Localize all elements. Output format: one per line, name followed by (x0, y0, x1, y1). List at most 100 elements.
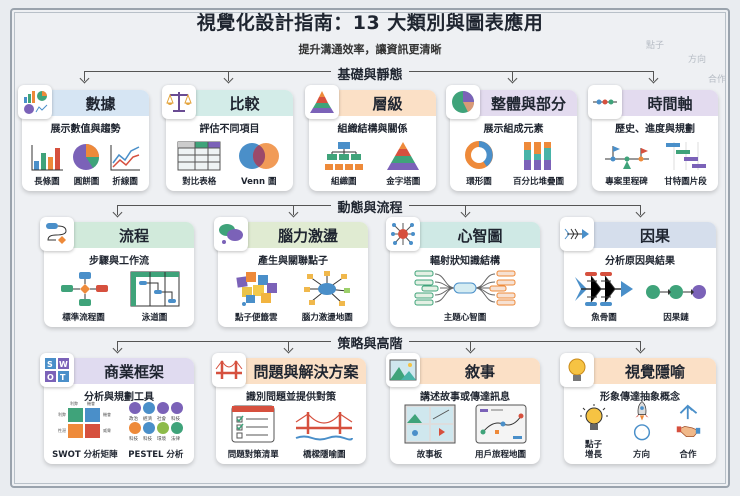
chart-example-label: 點子 增長 (584, 440, 602, 460)
milestone-icon (603, 143, 651, 175)
svg-text:性湛: 性湛 (58, 427, 66, 433)
svg-text:科技: 科技 (171, 415, 180, 422)
venn-icon (236, 141, 282, 175)
connector-line (117, 341, 640, 342)
card-title: 視覺隱喻 (624, 363, 685, 381)
pie-icon (446, 85, 480, 119)
page-subtitle: 提升溝通效率，讓資訊更清晰 (298, 43, 442, 56)
chart-example-label: PESTEL 分析 (128, 450, 184, 460)
scale-icon (162, 85, 196, 119)
inner-frame (14, 12, 726, 484)
svg-text:機會: 機會 (103, 411, 111, 417)
mindmap-icon (410, 269, 520, 311)
fishbone-icon (573, 271, 635, 311)
svg-text:科技: 科技 (143, 435, 152, 442)
chart-example: 點子 增長 (579, 402, 609, 460)
picture-icon (386, 353, 420, 387)
deco-label: 合作 (708, 75, 727, 85)
chart-example: 點子便籤雲 (233, 266, 279, 323)
svg-text:O: O (47, 373, 54, 382)
arrow-down-icon (640, 341, 641, 351)
category-card: 流程 步驟與工作流 標準流程圖泳道圖 (40, 217, 194, 327)
card-description: 講述故事或傳達訊息 (420, 392, 510, 403)
svg-text:環境: 環境 (157, 435, 166, 442)
category-card: 問題與解決方案 識別問題並提供對策 問題對策清單橋樑隱喻圖 (212, 353, 366, 464)
category-card: 視覺隱喻 形象傳達抽象概念 點子 增長方向合作 (560, 353, 716, 464)
pie-icon (71, 143, 101, 175)
chart-example: 用戶旅程地圖 (475, 402, 527, 460)
category-card: 整體與部分 展示組成元素 環形圖百分比堆疊圖 (446, 85, 577, 191)
chart-mix-icon (18, 85, 52, 119)
svg-text:利弊: 利弊 (58, 411, 66, 417)
chart-example: 合作 (675, 402, 702, 460)
chart-examples: 主題心智圖 (394, 266, 536, 323)
chart-example: 魚骨圖 (573, 266, 635, 323)
chart-example: 標準流程圖 (59, 266, 109, 323)
chart-example-label: 折線圖 (112, 177, 138, 187)
category-card: 時間軸 歷史、進度與規劃 專案里程碑甘特圖片段 (588, 85, 718, 191)
card-description: 形象傳達抽象概念 (600, 392, 680, 403)
chart-example: 問題對策清單 (228, 402, 279, 460)
swot-icon: 利弊機會利弊機會性湛威脅 (55, 400, 115, 448)
chart-examples: 點子便籤雲 腦力激盪地圖 (222, 266, 364, 323)
chart-example: 金字塔圖 (385, 134, 421, 187)
svg-text:威脅: 威脅 (103, 427, 111, 433)
card-title: 商業框架 (103, 363, 164, 381)
rocketcompass-icon (630, 400, 654, 448)
card-title: 比較 (229, 95, 260, 113)
card-description: 組織結構與關係 (337, 124, 408, 135)
connector-line (84, 71, 653, 72)
page-title: 視覺化設計指南：13 大類別與圖表應用 (196, 12, 544, 34)
category-card: 腦力激盪 產生與關聯點子 點子便籤雲腦力激盪地圖 (214, 217, 368, 327)
chart-examples: 魚骨圖 因果鏈 (568, 266, 712, 323)
card-title: 問題與解決方案 (253, 363, 359, 381)
chart-example-label: 因果鏈 (663, 313, 689, 323)
card-description: 分析與規劃工具 (84, 392, 154, 403)
chart-example-label: 圓餅圖 (73, 177, 100, 187)
chart-examples: 點子 增長方向合作 (568, 400, 712, 460)
chart-examples: 問題對策清單橋樑隱喻圖 (220, 402, 362, 460)
card-title: 腦力激盪 (277, 227, 338, 245)
arrow-down-icon (228, 71, 229, 81)
chart-example-label: 甘特圖片段 (664, 177, 707, 187)
arrow-down-icon (117, 205, 118, 215)
chart-example-label: 腦力激盪地圖 (301, 313, 353, 323)
category-card: 數據 展示數值與趨勢 長條圖圓餅圖折線圖 (18, 85, 149, 191)
arrow-down-icon (293, 205, 294, 215)
chart-example-label: 魚骨圖 (591, 313, 617, 323)
handshake-icon (675, 400, 702, 448)
chart-example: 折線圖 (109, 134, 141, 187)
pyramid-icon (385, 141, 421, 175)
chart-example-label: 對比表格 (182, 177, 217, 187)
chart-examples: 故事板用戶旅程地圖 (394, 402, 536, 460)
chart-example-label: 泳道圖 (141, 313, 168, 323)
chart-example: 組織圖 (324, 134, 364, 187)
chart-example: 圓餅圖 (71, 134, 101, 187)
category-card: 心智圖 輻射狀知識結構 主題心智圖 (386, 217, 540, 327)
arrow-down-icon (465, 205, 466, 215)
org-icon (324, 141, 364, 175)
swimlane-icon (130, 271, 180, 311)
chart-example: 腦力激盪地圖 (302, 266, 353, 323)
pyramid-icon (305, 85, 339, 119)
svg-text:機會: 機會 (87, 400, 95, 406)
gantt-icon (664, 141, 708, 175)
journey-icon (475, 404, 527, 448)
notes-icon (233, 271, 279, 311)
chart-example: 主題心智圖 (410, 266, 520, 323)
arrow-down-icon (288, 341, 289, 351)
chart-example-label: 橋樑隱喻圖 (302, 450, 346, 460)
speech-bubbles-icon (214, 217, 248, 251)
chart-example: 環形圖 (463, 134, 495, 187)
pestel-icon: 政治經濟社會科技科技科技環境法律 (126, 400, 186, 448)
chart-example: 長條圖 (30, 134, 64, 187)
chart-example: 泳道圖 (130, 266, 180, 323)
chart-example-label: SWOT 分析矩陣 (52, 450, 118, 460)
svg-text:T: T (60, 373, 66, 382)
chart-example: 對比表格 (177, 134, 221, 187)
bridge-icon (212, 353, 246, 387)
flowchart-icon (59, 271, 109, 311)
chart-example-label: 點子便籤雲 (234, 313, 278, 323)
